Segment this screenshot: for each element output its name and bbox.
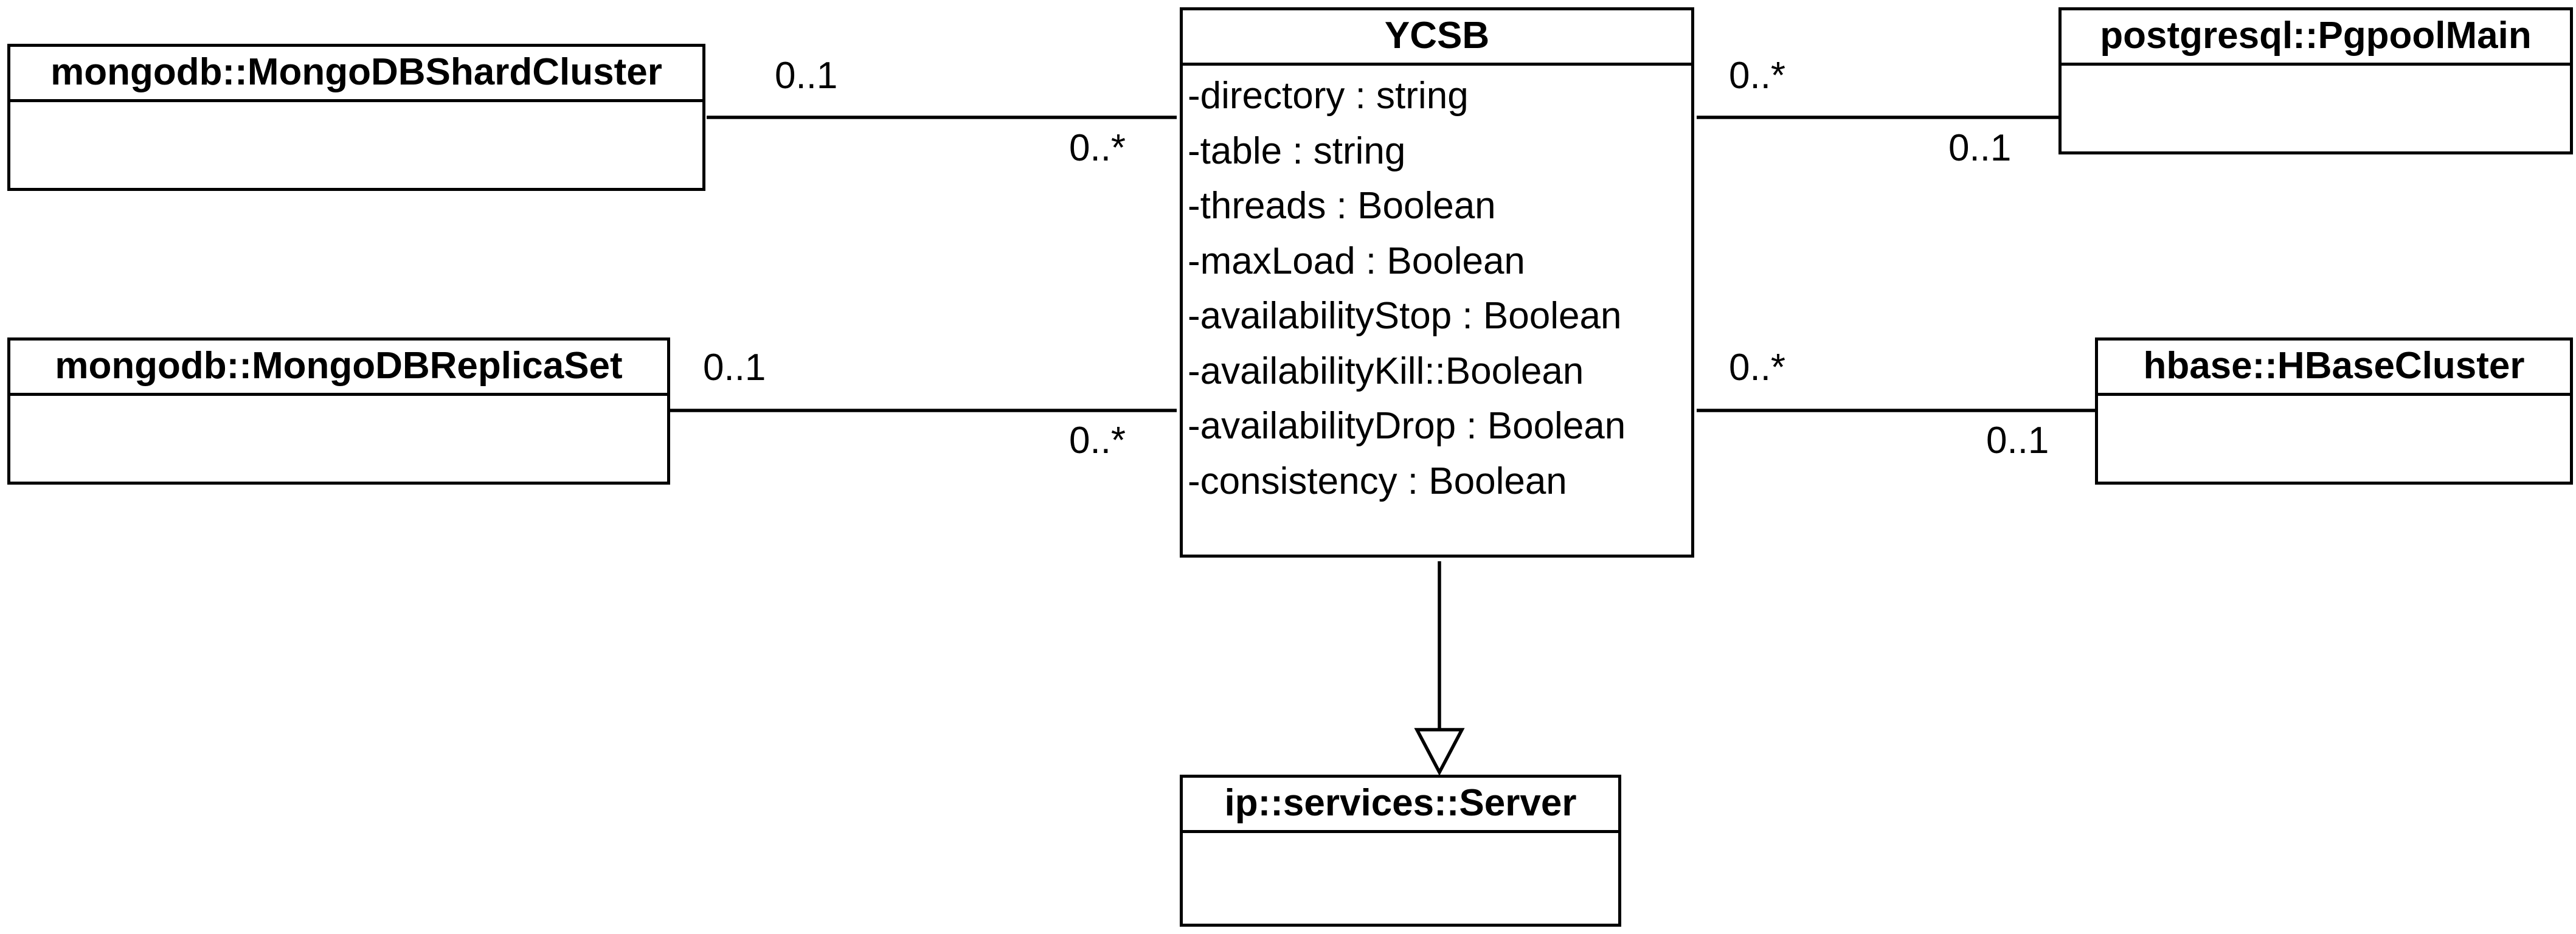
multiplicity-label: 0..1 (1948, 127, 2012, 169)
class-name-ycsb: YCSB (1183, 10, 1691, 66)
class-name-hbase-cluster: hbase::HBaseCluster (2098, 341, 2570, 396)
class-name-ip-services-server: ip::services::Server (1183, 778, 1618, 833)
attribute: -consistency : Boolean (1188, 460, 1567, 502)
attribute: -threads : Boolean (1188, 185, 1496, 227)
attribute: -directory : string (1188, 75, 1469, 117)
class-mongodb-shard-cluster: mongodb::MongoDBShardCluster (7, 44, 705, 191)
attribute: -table : string (1188, 130, 1406, 172)
class-name-mongodb-replica-set: mongodb::MongoDBReplicaSet (10, 341, 667, 396)
multiplicity-label: 0..* (1069, 420, 1126, 462)
class-name-postgresql-pgpool-main: postgresql::PgpoolMain (2062, 10, 2570, 66)
multiplicity-label: 0..* (1069, 127, 1126, 169)
class-mongodb-replica-set: mongodb::MongoDBReplicaSet (7, 337, 670, 485)
multiplicity-label: 0..1 (703, 347, 766, 389)
multiplicity-label: 0..1 (775, 55, 838, 97)
attribute: -availabilityKill::Boolean (1188, 350, 1584, 392)
attribute-list: -directory : string -table : string -thr… (1188, 69, 1626, 509)
class-ycsb: YCSB -directory : string -table : string… (1180, 7, 1694, 558)
class-hbase-cluster: hbase::HBaseCluster (2095, 337, 2573, 485)
class-postgresql-pgpool-main: postgresql::PgpoolMain (2058, 7, 2573, 154)
attribute: -maxLoad : Boolean (1188, 240, 1525, 282)
multiplicity-label: 0..* (1729, 55, 1786, 97)
generalization-arrowhead (1414, 728, 1465, 776)
multiplicity-label: 0..1 (1986, 420, 2049, 462)
multiplicity-label: 0..* (1729, 347, 1786, 389)
class-ip-services-server: ip::services::Server (1180, 775, 1621, 927)
attribute: -availabilityDrop : Boolean (1188, 405, 1626, 447)
attribute: -availabilityStop : Boolean (1188, 295, 1622, 337)
class-name-mongodb-shard-cluster: mongodb::MongoDBShardCluster (10, 47, 702, 102)
